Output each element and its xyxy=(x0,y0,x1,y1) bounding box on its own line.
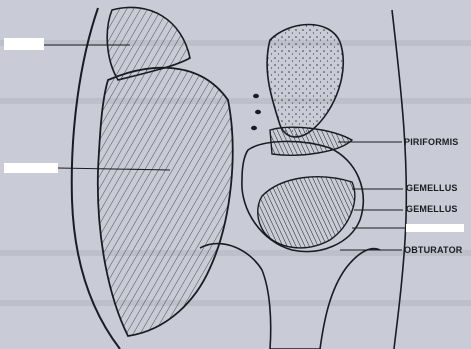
gluteus-maximus-shape xyxy=(98,68,233,336)
ilium-bone-shape xyxy=(267,25,343,137)
gemellus-obturator-shape xyxy=(258,177,355,248)
femur-shape xyxy=(200,244,380,349)
hidden-label-box-right xyxy=(406,224,464,232)
body-contour-right xyxy=(392,10,406,349)
piriformis-shape xyxy=(270,127,352,155)
hidden-label-box-mid-left xyxy=(4,163,58,173)
label-gemellus-superior: GEMELLUS xyxy=(406,183,458,193)
label-gemellus-inferior: GEMELLUS xyxy=(406,204,458,214)
hidden-label-box-upper-left xyxy=(4,38,44,50)
label-obturator: OBTURATOR xyxy=(404,245,462,255)
label-piriformis: PIRIFORMIS xyxy=(404,137,459,147)
